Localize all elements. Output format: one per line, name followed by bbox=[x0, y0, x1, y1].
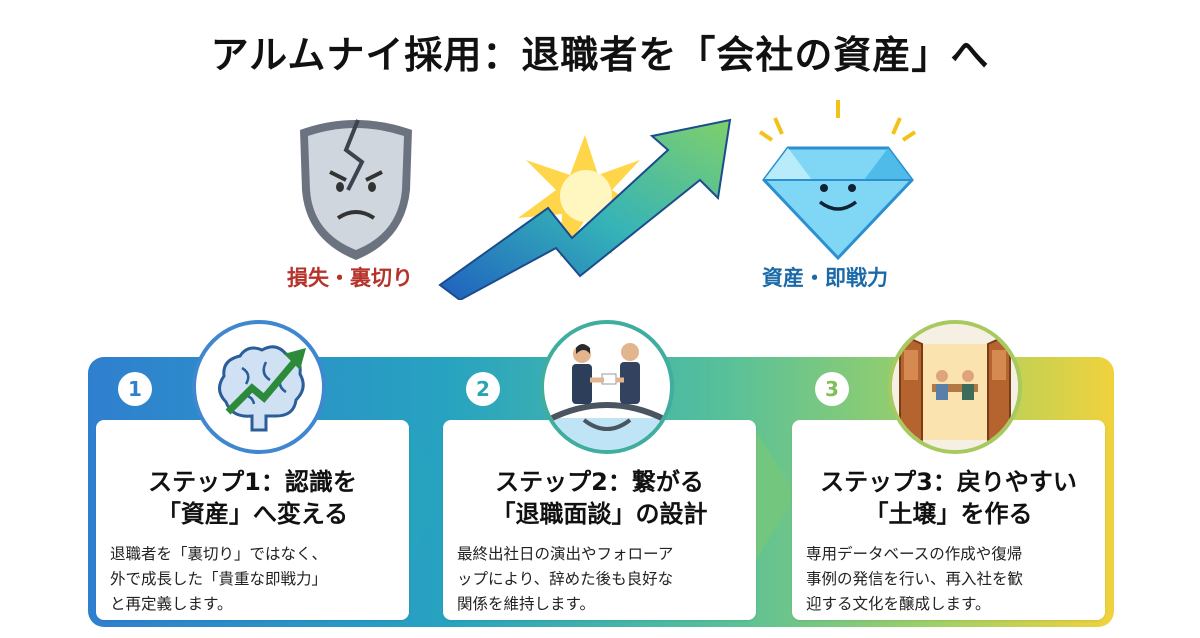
chevron-right-icon bbox=[756, 430, 796, 560]
hero-illustration: 損失・裏切り 資産・即戦力 bbox=[0, 90, 1200, 300]
step-desc-line: 退職者を「裏切り」ではなく、 bbox=[110, 545, 328, 563]
step-title: ステップ1：認識を 「資産」へ変える bbox=[96, 466, 409, 530]
step-desc-line: 専用データベースの作成や復帰 bbox=[806, 545, 1023, 563]
step-description: 最終出社日の演出やフォローア ップにより、辞めた後も良好な 関係を維持します。 bbox=[457, 542, 742, 617]
step-number-badge: 3 bbox=[815, 372, 849, 406]
step-card-2: ステップ2：繋がる 「退職面談」の設計 最終出社日の演出やフォローア ップにより… bbox=[443, 420, 756, 620]
step-description: 退職者を「裏切り」ではなく、 外で成長した「貴重な即戦力」 と再定義します。 bbox=[110, 542, 395, 617]
step-title-line: 「土壌」を作る bbox=[864, 500, 1033, 528]
loss-label: 損失・裏切り bbox=[287, 266, 413, 290]
step-desc-line: 外で成長した「貴重な即戦力」 bbox=[110, 570, 328, 588]
step-title-line: ステップ2：繋がる bbox=[495, 468, 704, 496]
step-desc-line: 迎する文化を醸成します。 bbox=[806, 595, 991, 613]
page-title: アルムナイ採用：退職者を「会社の資産」へ bbox=[210, 33, 990, 77]
step-desc-line: ップにより、辞めた後も良好な bbox=[457, 570, 674, 588]
diamond-icon bbox=[758, 100, 917, 261]
open-door-icon bbox=[888, 320, 1022, 454]
step-description: 専用データベースの作成や復帰 事例の発信を行い、再入社を歓 迎する文化を醸成しま… bbox=[806, 542, 1091, 617]
step-card-3: ステップ3：戻りやすい 「土壌」を作る 専用データベースの作成や復帰 事例の発信… bbox=[792, 420, 1105, 620]
step-desc-line: と再定義します。 bbox=[110, 595, 233, 613]
step-title-line: ステップ3：戻りやすい bbox=[820, 468, 1077, 496]
step-desc-line: 事例の発信を行い、再入社を歓 bbox=[806, 570, 1024, 588]
step-title-line: ステップ1：認識を bbox=[148, 468, 357, 496]
rising-arrow-icon bbox=[438, 118, 732, 300]
handshake-bridge-icon bbox=[540, 320, 674, 454]
step-desc-line: 関係を維持します。 bbox=[457, 595, 595, 613]
step-title: ステップ2：繋がる 「退職面談」の設計 bbox=[443, 466, 756, 530]
step-desc-line: 最終出社日の演出やフォローア bbox=[457, 545, 674, 563]
brain-growth-icon bbox=[192, 320, 326, 454]
step-title-line: 「退職面談」の設計 bbox=[491, 500, 708, 528]
chevron-right-icon bbox=[409, 430, 449, 560]
cracked-shield-icon bbox=[300, 119, 412, 260]
step-title: ステップ3：戻りやすい 「土壌」を作る bbox=[792, 466, 1105, 530]
step-title-line: 「資産」へ変える bbox=[156, 500, 349, 528]
step-number-badge: 2 bbox=[466, 372, 500, 406]
asset-label: 資産・即戦力 bbox=[762, 266, 888, 290]
step-number-badge: 1 bbox=[118, 372, 152, 406]
sunburst-icon bbox=[518, 135, 650, 258]
